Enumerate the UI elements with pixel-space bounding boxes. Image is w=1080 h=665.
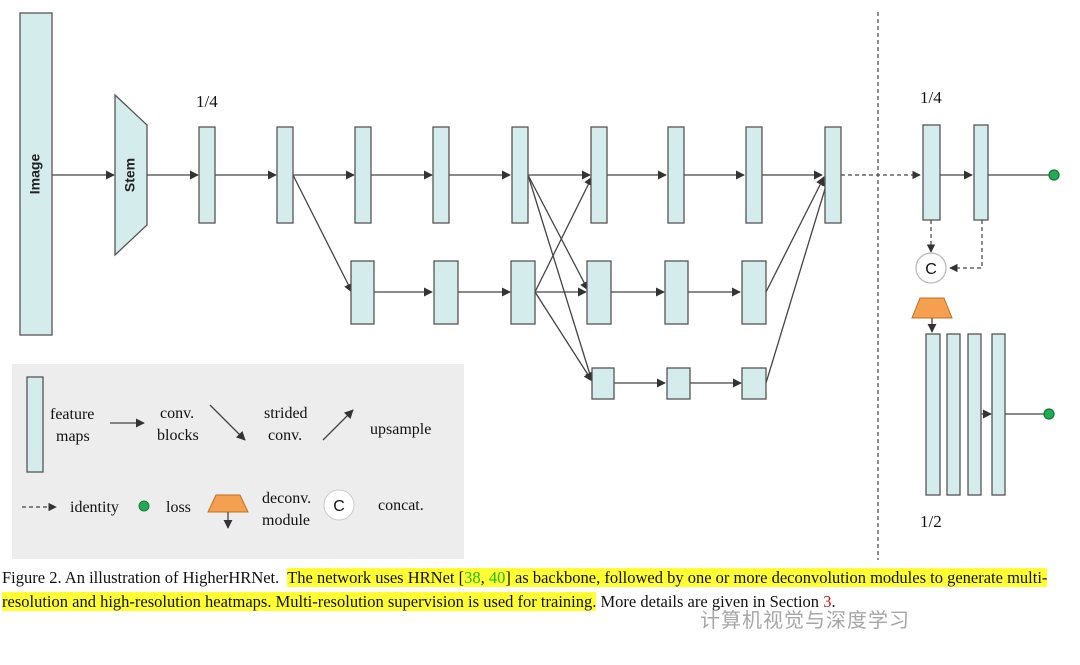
top-row-feature-maps	[198, 126, 842, 224]
svg-text:upsample: upsample	[370, 421, 431, 438]
figure-caption: Figure 2. An illustration of HigherHRNet…	[2, 568, 1048, 611]
svg-text:conv.: conv.	[160, 405, 194, 422]
cross-resolution-connections	[292, 174, 830, 384]
resolution-quarter-head: 1/4	[920, 88, 942, 107]
caption-tail: More details are given in Section	[596, 592, 824, 611]
stem-block	[114, 93, 148, 257]
higherhrnet-head: C	[911, 124, 1060, 496]
resolution-half-head: 1/2	[920, 512, 942, 531]
svg-text:concat.: concat.	[378, 497, 424, 514]
caption-prefix: Figure 2. An illustration of HigherHRNet…	[2, 568, 280, 587]
svg-text:strided: strided	[264, 405, 308, 422]
section-ref-3[interactable]: 3	[823, 592, 832, 611]
hrnet-diagram: Image Stem 1/4 1/4 1/2	[12, 12, 1060, 560]
citation-40[interactable]: 40	[488, 568, 506, 587]
resolution-quarter-main: 1/4	[196, 92, 218, 111]
middle-row-feature-maps	[350, 260, 767, 325]
image-block	[19, 12, 53, 336]
svg-text:deconv.: deconv.	[262, 490, 311, 507]
concat-symbol: C	[925, 261, 937, 278]
svg-text:C: C	[333, 498, 345, 515]
deconv-module	[911, 297, 953, 319]
stem-label: Stem	[122, 158, 138, 192]
bottom-row-feature-maps	[591, 367, 767, 400]
legend: feature maps conv. blocks strided conv. …	[12, 364, 464, 559]
svg-text:blocks: blocks	[157, 427, 199, 444]
loss-dot-quarter	[1048, 169, 1060, 181]
concat-node	[915, 252, 947, 284]
loss-dot-half	[1043, 408, 1055, 420]
svg-text:feature: feature	[50, 406, 94, 423]
svg-text:maps: maps	[56, 428, 90, 445]
svg-text:module: module	[262, 512, 310, 529]
citation-38[interactable]: 38	[464, 568, 481, 587]
image-label: Image	[27, 154, 43, 195]
svg-text:conv.: conv.	[268, 427, 302, 444]
svg-text:identity: identity	[70, 499, 119, 516]
watermark-text: 计算机视觉与深度学习	[700, 608, 910, 632]
svg-text:loss: loss	[166, 499, 191, 516]
